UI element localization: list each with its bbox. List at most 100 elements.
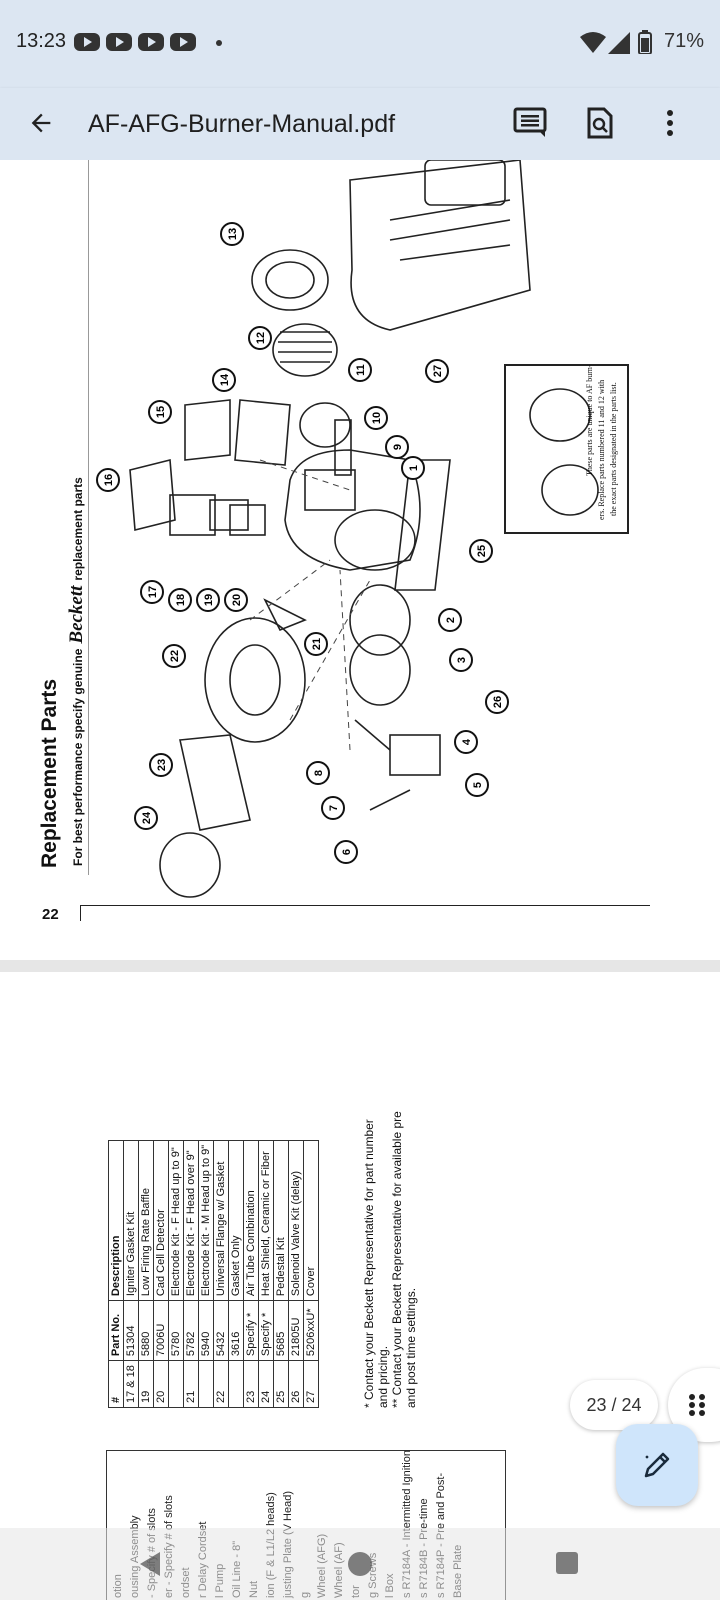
part-number-cell: Specify * [258, 1300, 274, 1361]
youtube-icon [74, 33, 100, 51]
page-margin-rule [88, 160, 89, 875]
youtube-icon [106, 33, 132, 51]
callout-19: 19 [196, 588, 220, 612]
part-ref-cell: 17 & 18 [123, 1360, 139, 1408]
part-ref-cell: 20 [153, 1360, 169, 1408]
part-ref-cell: 23 [243, 1360, 259, 1408]
callout-14: 14 [212, 368, 236, 392]
battery-percentage: 71% [663, 30, 704, 52]
footnote-1-line-1: * Contact your Beckett Representative fo… [362, 1119, 376, 1408]
callout-25: 25 [469, 539, 493, 563]
part-ref-cell: 22 [213, 1360, 229, 1408]
description-cell: Cad Cell Detector [153, 1140, 169, 1301]
svg-text:21: 21 [311, 638, 323, 650]
battery-icon [638, 30, 652, 54]
search-document-icon [587, 107, 613, 139]
description-cell: Gasket Only [228, 1140, 244, 1301]
svg-text:25: 25 [476, 545, 488, 557]
status-bar: 13:23 71% [0, 0, 720, 88]
inset-note-line-2: ers. Replace parts numbered 11 and 12 wi… [597, 379, 606, 520]
pdf-page-22: 22 Replacement Parts For best performanc… [0, 160, 720, 960]
svg-text:3: 3 [456, 657, 468, 663]
find-in-document-button[interactable] [575, 98, 625, 148]
pen-sparkle-icon [644, 1452, 670, 1478]
callout-27: 27 [425, 359, 449, 383]
callout-1: 1 [401, 456, 425, 480]
part-number-cell: 7006U [153, 1300, 169, 1361]
part-number-cell: 5940 [198, 1300, 214, 1361]
description-cell: Igniter Gasket Kit [123, 1140, 139, 1301]
more-options-icon [667, 110, 673, 136]
svg-text:23: 23 [156, 759, 168, 771]
page-number: 22 [42, 906, 59, 923]
footnote-2-line-2: and post time settings. [404, 1287, 418, 1408]
part-ref-cell [198, 1360, 214, 1408]
description-cell: Electrode Kit - F Head up to 9" [168, 1140, 184, 1301]
description-cell: Air Tube Combination [243, 1140, 259, 1301]
part-number-cell: 51304 [123, 1300, 139, 1361]
callout-26: 26 [485, 690, 509, 714]
svg-text:11: 11 [355, 364, 367, 376]
svg-text:2: 2 [445, 617, 457, 623]
part-number-cell: 5685 [273, 1300, 289, 1361]
callout-7: 7 [321, 796, 345, 820]
callout-2: 2 [438, 608, 462, 632]
comments-button[interactable] [505, 98, 555, 148]
part-ref-cell: 26 [288, 1360, 304, 1408]
svg-text:1: 1 [408, 465, 420, 471]
part-ref-cell: 21 [183, 1360, 199, 1408]
callout-15: 15 [148, 400, 172, 424]
description-cell: Electrode Kit - F Head over 9" [183, 1140, 199, 1301]
callout-20: 20 [224, 588, 248, 612]
recents-nav-icon[interactable] [554, 1550, 580, 1576]
svg-text:8: 8 [313, 770, 325, 776]
part-number-cell: 3616 [228, 1300, 244, 1361]
description-cell: Universal Flange w/ Gasket [213, 1140, 229, 1301]
grid-icon [689, 1394, 705, 1416]
more-options-button[interactable] [645, 98, 695, 148]
callout-9: 9 [385, 435, 409, 459]
callout-12: 12 [248, 326, 272, 350]
navigation-bar [0, 1528, 720, 1600]
document-title: AF-AFG-Burner-Manual.pdf [88, 110, 396, 138]
svg-text:10: 10 [371, 412, 383, 424]
part-ref-cell: 19 [138, 1360, 154, 1408]
part-number-cell: Part No. [108, 1300, 124, 1361]
part-ref-cell: 24 [258, 1360, 274, 1408]
home-nav-icon[interactable] [346, 1550, 374, 1578]
svg-text:18: 18 [175, 594, 187, 606]
svg-text:20: 20 [231, 594, 243, 606]
continued-parts-table [106, 1450, 506, 1600]
svg-text:15: 15 [155, 406, 167, 418]
back-button[interactable] [16, 98, 66, 148]
table-header-row: #Part No.Description [108, 1140, 124, 1408]
svg-text:12: 12 [255, 332, 267, 344]
back-nav-icon[interactable] [136, 1550, 162, 1578]
exploded-parts-diagram [129, 160, 629, 898]
callout-16: 16 [96, 468, 120, 492]
annotate-button[interactable] [616, 1424, 698, 1506]
part-number-cell: 5432 [213, 1300, 229, 1361]
svg-text:17: 17 [147, 586, 159, 598]
part-number-cell: 5780 [168, 1300, 184, 1361]
status-time: 13:23 [16, 30, 67, 52]
callout-3: 3 [449, 648, 473, 672]
part-number-cell: 5206xxU* [303, 1300, 319, 1361]
callout-13: 13 [220, 222, 244, 246]
svg-text:9: 9 [392, 444, 404, 450]
youtube-icon [170, 33, 196, 51]
signal-icon [608, 32, 630, 54]
callout-22: 22 [162, 644, 186, 668]
callout-8: 8 [306, 761, 330, 785]
svg-text:22: 22 [169, 650, 181, 662]
callout-6: 6 [334, 840, 358, 864]
